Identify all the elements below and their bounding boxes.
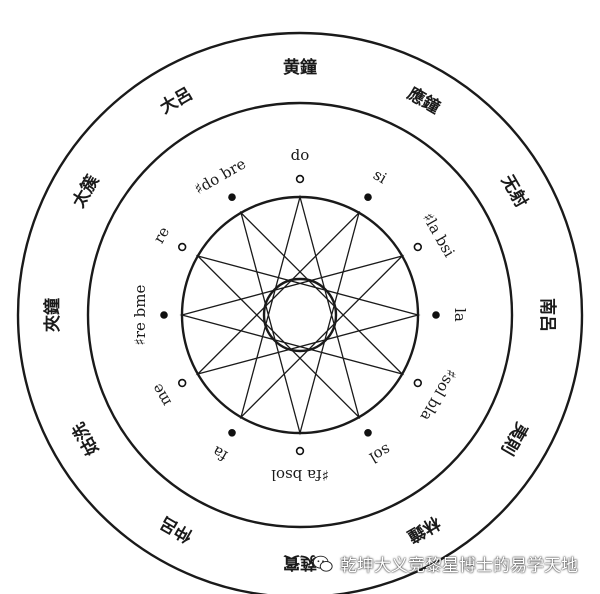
- watermark: 乾坤大义竞黎星博士的易学天地: [312, 551, 578, 576]
- outer-label: 林鐘: [404, 512, 444, 547]
- watermark-text: 乾坤大义竞黎星博士的易学天地: [340, 556, 578, 576]
- solfege-label: ♯la bsi: [419, 210, 459, 261]
- filled-dot-marker: [364, 429, 372, 437]
- solfege-label: ♯fa bsol: [271, 466, 329, 484]
- outer-label: 夷則: [497, 419, 532, 459]
- outer-label: 姑洗: [68, 419, 103, 459]
- open-dot-marker: [295, 174, 305, 184]
- solfege-label: sol: [366, 440, 394, 466]
- filled-dot-marker: [432, 311, 440, 319]
- inner-ring: [180, 195, 420, 435]
- solfege-label: ♯do bre: [191, 154, 249, 198]
- outer-label: 仲呂: [156, 512, 196, 547]
- open-dot-marker: [178, 242, 187, 252]
- open-dot-marker: [178, 378, 187, 388]
- open-dot-marker: [413, 378, 422, 388]
- note-markers: [160, 174, 440, 456]
- center-ring: [262, 277, 338, 353]
- filled-dot-marker: [364, 193, 372, 201]
- solfege-label: re: [150, 223, 174, 246]
- outer-label: 夾鐘: [42, 298, 63, 332]
- open-dot-marker: [295, 446, 305, 456]
- wechat-icon: [312, 555, 333, 572]
- outer-label: 太簇: [68, 170, 104, 211]
- outer-label: 應鐘: [404, 83, 444, 118]
- twelve-point-star: [179, 194, 421, 436]
- outer-label: 大呂: [156, 83, 196, 118]
- solfege-label: ♯re bme: [131, 284, 149, 345]
- filled-dot-marker: [160, 311, 168, 319]
- filled-dot-marker: [228, 429, 236, 437]
- solfege-label: la: [451, 308, 469, 322]
- outer-label: 黄鐘: [283, 57, 317, 78]
- outer-ring: [16, 31, 584, 594]
- outer-label: 南呂: [537, 298, 558, 332]
- outer-label: 蕤賓: [283, 552, 317, 573]
- solfege-label: ♯sol bla: [417, 366, 461, 424]
- solfege-label: si: [370, 165, 390, 187]
- solfege-label: do: [291, 146, 310, 164]
- middle-ring: [86, 101, 514, 529]
- solfege-label: fa: [209, 442, 231, 465]
- filled-dot-marker: [228, 193, 236, 201]
- outer-label: 无射: [496, 170, 532, 211]
- solfege-label: me: [148, 380, 175, 409]
- open-dot-marker: [413, 242, 422, 252]
